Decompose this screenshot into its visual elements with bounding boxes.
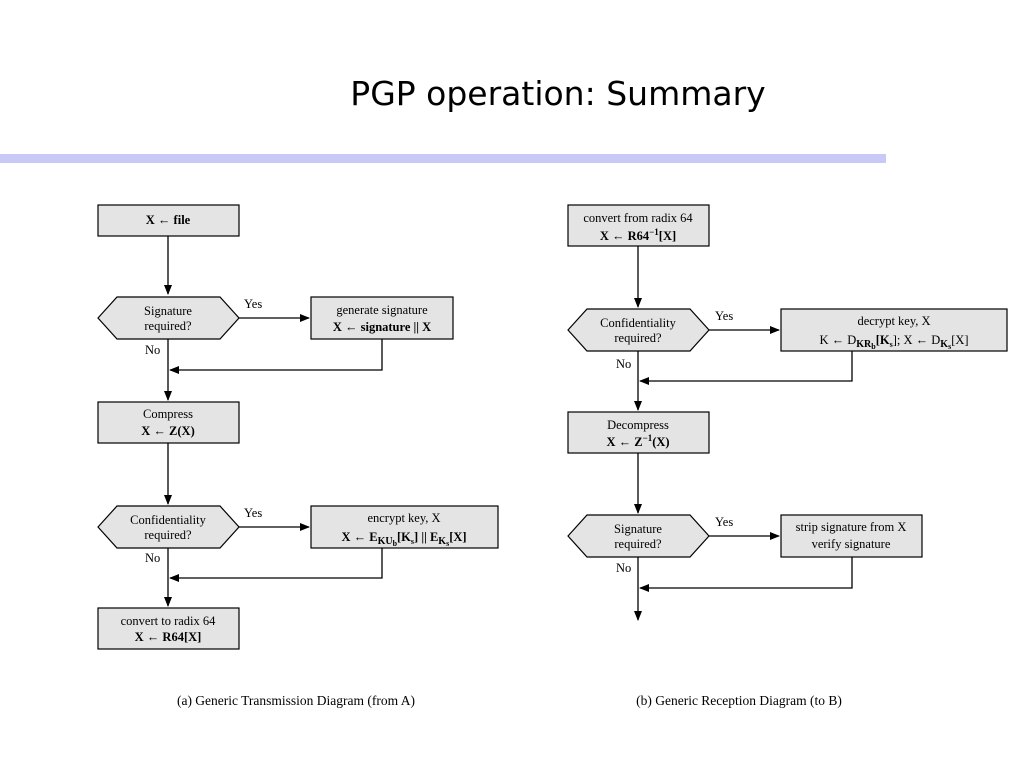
tx-compress-line1: Compress xyxy=(143,407,193,421)
rx-sig-decision-line1: Signature xyxy=(614,522,662,536)
rx-radix-line1: convert from radix 64 xyxy=(583,211,693,225)
rx-arrow-conf-return xyxy=(639,351,853,385)
tx-conf-yes-label: Yes xyxy=(244,506,262,520)
tx-confidentiality-decision: Confidentiality required? xyxy=(97,505,240,549)
tx-sig-no-label: No xyxy=(145,343,160,357)
rx-strip-signature-box: strip signature from X verify signature xyxy=(780,514,923,558)
rx-conf-decision-line1: Confidentiality xyxy=(600,316,676,330)
tx-sig-decision-line1: Signature xyxy=(144,304,192,318)
rx-conf-yes-label: Yes xyxy=(715,309,733,323)
tx-signature-decision: Signature required? xyxy=(97,296,240,340)
rx-sig-yes-label: Yes xyxy=(715,515,733,529)
rx-confidentiality-decision: Confidentiality required? xyxy=(567,308,710,352)
tx-radix64-box: convert to radix 64 X ← R64[X] xyxy=(97,607,240,650)
tx-compress-box: Compress X ← Z(X) xyxy=(97,401,240,444)
tx-radix-line1: convert to radix 64 xyxy=(121,614,217,628)
rx-sig-decision-line2: required? xyxy=(614,537,662,551)
tx-conf-action-line1: encrypt key, X xyxy=(367,511,440,525)
rx-conf-action-line1: decrypt key, X xyxy=(857,314,930,328)
rx-caption: (b) Generic Reception Diagram (to B) xyxy=(636,693,842,708)
tx-compress-line2: X ← Z(X) xyxy=(141,424,194,438)
tx-encrypt-key-box: encrypt key, X X ← EKUb[Ks] || EKs[X] xyxy=(310,505,499,549)
rx-sig-no-label: No xyxy=(616,561,631,575)
rx-conf-decision-line2: required? xyxy=(614,331,662,345)
rx-arrow-sig-return xyxy=(639,557,853,592)
tx-radix-line2: X ← R64[X] xyxy=(135,630,202,644)
rx-sig-action-line2: verify signature xyxy=(812,537,891,551)
tx-caption: (a) Generic Transmission Diagram (from A… xyxy=(177,693,415,708)
tx-arrow-conf-return xyxy=(169,548,383,582)
rx-radix64-box: convert from radix 64 X ← R64−1[X] xyxy=(567,204,710,247)
slide-title: PGP operation: Summary xyxy=(350,74,766,113)
tx-conf-no-label: No xyxy=(145,551,160,565)
tx-conf-action-line2: X ← EKUb[Ks] || EKs[X] xyxy=(341,530,466,548)
rx-decompress-box: Decompress X ← Z−1(X) xyxy=(567,411,710,454)
rx-decrypt-key-box: decrypt key, X K ← DKRb[Ks]; X ← DKs[X] xyxy=(780,308,1008,352)
tx-sig-yes-label: Yes xyxy=(244,297,262,311)
tx-generate-signature-box: generate signature X ← signature || X xyxy=(310,296,454,340)
title-underline-bar xyxy=(0,154,886,163)
tx-conf-decision-line2: required? xyxy=(144,528,192,542)
tx-arrow-sig-return xyxy=(169,339,383,374)
rx-conf-no-label: No xyxy=(616,357,631,371)
tx-sig-action-line2: X ← signature || X xyxy=(333,320,431,334)
rx-signature-decision: Signature required? xyxy=(567,514,710,558)
rx-decompress-line1: Decompress xyxy=(607,418,669,432)
tx-conf-decision-line1: Confidentiality xyxy=(130,513,206,527)
reception-diagram: convert from radix 64 X ← R64−1[X] Confi… xyxy=(567,204,1008,708)
rx-sig-action-line1: strip signature from X xyxy=(796,520,907,534)
rx-radix-line2: X ← R64−1[X] xyxy=(600,227,676,243)
tx-sig-decision-line2: required? xyxy=(144,319,192,333)
rx-decompress-line2: X ← Z−1(X) xyxy=(606,433,669,449)
tx-file-box: X ← file xyxy=(97,204,240,237)
tx-sig-action-line1: generate signature xyxy=(336,303,428,317)
rx-conf-action-line2: K ← DKRb[Ks]; X ← DKs[X] xyxy=(819,333,968,351)
transmission-diagram: X ← file Signature required? Yes No gene… xyxy=(97,204,499,708)
tx-file-label: X ← file xyxy=(146,213,191,227)
